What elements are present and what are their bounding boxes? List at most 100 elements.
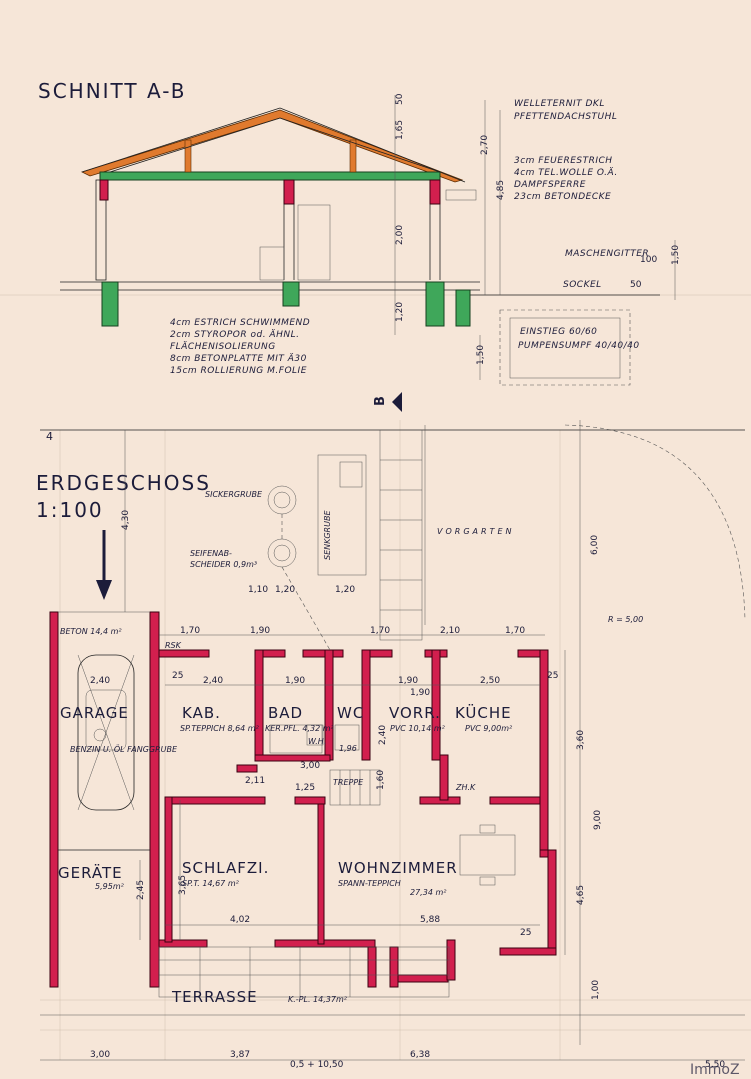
room-terrasse-detail: K.-PL. 14,37m²	[288, 995, 348, 1004]
dim-label: 1,90	[410, 688, 430, 698]
room-vorr-name: VORR.	[389, 704, 441, 722]
dining-table-icon	[459, 834, 516, 876]
room-wc-name: WC	[337, 704, 364, 722]
dim-label: 25	[547, 671, 558, 681]
garage: BETON 14,4 m²	[49, 611, 160, 988]
roof-note: PFETTENDACHSTUHL	[514, 112, 617, 122]
dim-label: 3,60	[576, 730, 586, 750]
floor-note: 2cm STYROPOR od. ÄHNL.	[170, 329, 299, 340]
beton-label: BETON 14,4 m²	[60, 627, 122, 636]
room-geraete-detail: 5,95m²	[95, 882, 125, 891]
sickergrube-label: SICKERGRUBE	[205, 490, 263, 499]
section-notes: WELLETERNIT DKL PFETTENDACHSTUHL 3cm FEU…	[170, 99, 649, 376]
dim-label: 1,20	[395, 302, 405, 322]
toilet-icon	[334, 724, 360, 751]
dim-label: 3,87	[230, 1050, 250, 1060]
car-icon	[77, 654, 135, 811]
pit-note: EINSTIEG 60/60	[520, 327, 597, 337]
dim-label: 2,10	[440, 626, 460, 636]
dim-label: 1,50	[476, 345, 486, 365]
section-walls	[60, 179, 660, 296]
ceiling-note: 3cm FEUERESTRICH	[514, 156, 613, 166]
section-roof	[80, 107, 466, 183]
dim-label: 1,60	[376, 770, 386, 790]
furnishings	[93, 724, 516, 886]
entrance-arrow-icon	[96, 530, 112, 600]
dim-label: 4,30	[121, 510, 131, 530]
dim-label: 3,00	[90, 1050, 110, 1060]
room-labels: GARAGE BENZIN U. ÖL FANGGRUBE KAB. SP.TE…	[58, 703, 513, 1006]
dim-label: 1,90	[250, 626, 270, 636]
dim-label: 1,25	[295, 783, 315, 793]
axis-marker: 4	[46, 430, 53, 443]
garden-arc	[564, 424, 746, 621]
room-schlafzi-name: SCHLAFZI.	[182, 859, 269, 877]
room-kab-detail: SP.TEPPICH 8,64 m²	[180, 724, 260, 733]
dim-label: 3,65	[178, 875, 188, 895]
plan-dimension-lines	[40, 430, 745, 1061]
ceiling-note: 23cm BETONDECKE	[514, 192, 611, 202]
floor-note: 8cm BETONPLATTE MIT Ä30	[170, 353, 307, 364]
room-terrasse-name: TERRASSE	[171, 988, 258, 1006]
roof-note: WELLETERNIT DKL	[514, 99, 605, 109]
floor-note: 4cm ESTRICH SCHWIMMEND	[170, 318, 310, 328]
dim-label: 2,40	[90, 676, 110, 686]
dim-label: 6,38	[410, 1050, 430, 1060]
ceiling-note: DAMPFSPERRE	[514, 180, 586, 190]
dim-label: 2,00	[395, 225, 405, 245]
watermark: ImmoZ	[690, 1062, 740, 1078]
septic-tank: SENKGRUBE	[317, 454, 367, 576]
dim-label: 1,50	[671, 245, 681, 265]
room-bad-name: BAD	[268, 704, 303, 722]
mesh-note: MASCHENGITTER	[565, 249, 649, 259]
dim-label: 1,00	[591, 980, 601, 1000]
dim-label: 3,00	[300, 761, 320, 771]
room-garage-detail: BENZIN U. ÖL FANGGRUBE	[70, 744, 178, 754]
section-marker-b: B	[373, 392, 402, 412]
base-note: SOCKEL	[563, 280, 602, 290]
room-geraete-name: GERÄTE	[58, 863, 123, 882]
section-foundations	[101, 281, 471, 327]
dim-label: 1,10	[248, 585, 268, 595]
plan-title: ERDGESCHOSS	[36, 471, 211, 495]
plan-dimension-labels: 1,70 1,90 1,70 2,10 1,70 2,40 1,90 1,90 …	[90, 510, 725, 1070]
section-marker-label: B	[373, 396, 388, 406]
dim-label: 50	[395, 93, 405, 105]
house-walls	[158, 649, 557, 988]
dim-label: 1,70	[180, 626, 200, 636]
senkgrube-label: SENKGRUBE	[323, 510, 332, 560]
section-title: SCHNITT A-B	[38, 79, 186, 103]
rsk-label: RSK	[165, 641, 182, 650]
floor-note: FLÄCHENISOLIERUNG	[170, 341, 276, 352]
floor-note: 15cm ROLLIERUNG M.FOLIE	[170, 366, 307, 376]
dim-label: 6,00	[590, 535, 600, 555]
room-kueche-name: KÜCHE	[455, 703, 512, 722]
fuel-trap-icon	[93, 728, 107, 742]
room-bad-detail: KER.PFL. 4,32 m²	[265, 724, 335, 733]
pump-note: PUMPENSUMPF 40/40/40	[518, 341, 640, 351]
dim-label: 1,90	[285, 676, 305, 686]
terrace	[158, 946, 450, 998]
room-garage-name: GARAGE	[60, 704, 129, 722]
dim-label: 50	[630, 280, 642, 290]
room-wohnzimmer-name: WOHNZIMMER	[338, 859, 458, 877]
wh-label: W.H.	[308, 737, 326, 746]
zhk-label: ZH.K	[455, 783, 476, 792]
dim-label: 2,40	[378, 725, 388, 745]
plan-scale: 1:100	[36, 498, 104, 522]
stairs-icon	[329, 769, 381, 806]
dim-label: 1,65	[395, 120, 405, 140]
ceiling-note: 4cm TEL.WOLLE O.Ä.	[514, 167, 618, 178]
dim-label: 5,88	[420, 915, 440, 925]
dim-label: 4,02	[230, 915, 250, 925]
treppe-label: TREPPE	[333, 778, 364, 787]
soakaway: SICKERGRUBE SEIFENAB- SCHEIDER 0,9m³	[190, 485, 331, 651]
dim-label: 1,70	[505, 626, 525, 636]
radius-label: R = 5,00	[608, 615, 643, 624]
dim-label: 25	[520, 928, 531, 938]
dim-label: 1,90	[398, 676, 418, 686]
room-schlafzi-detail: SP.T. 14,67 m²	[182, 879, 240, 888]
construction-lines	[0, 294, 751, 1060]
